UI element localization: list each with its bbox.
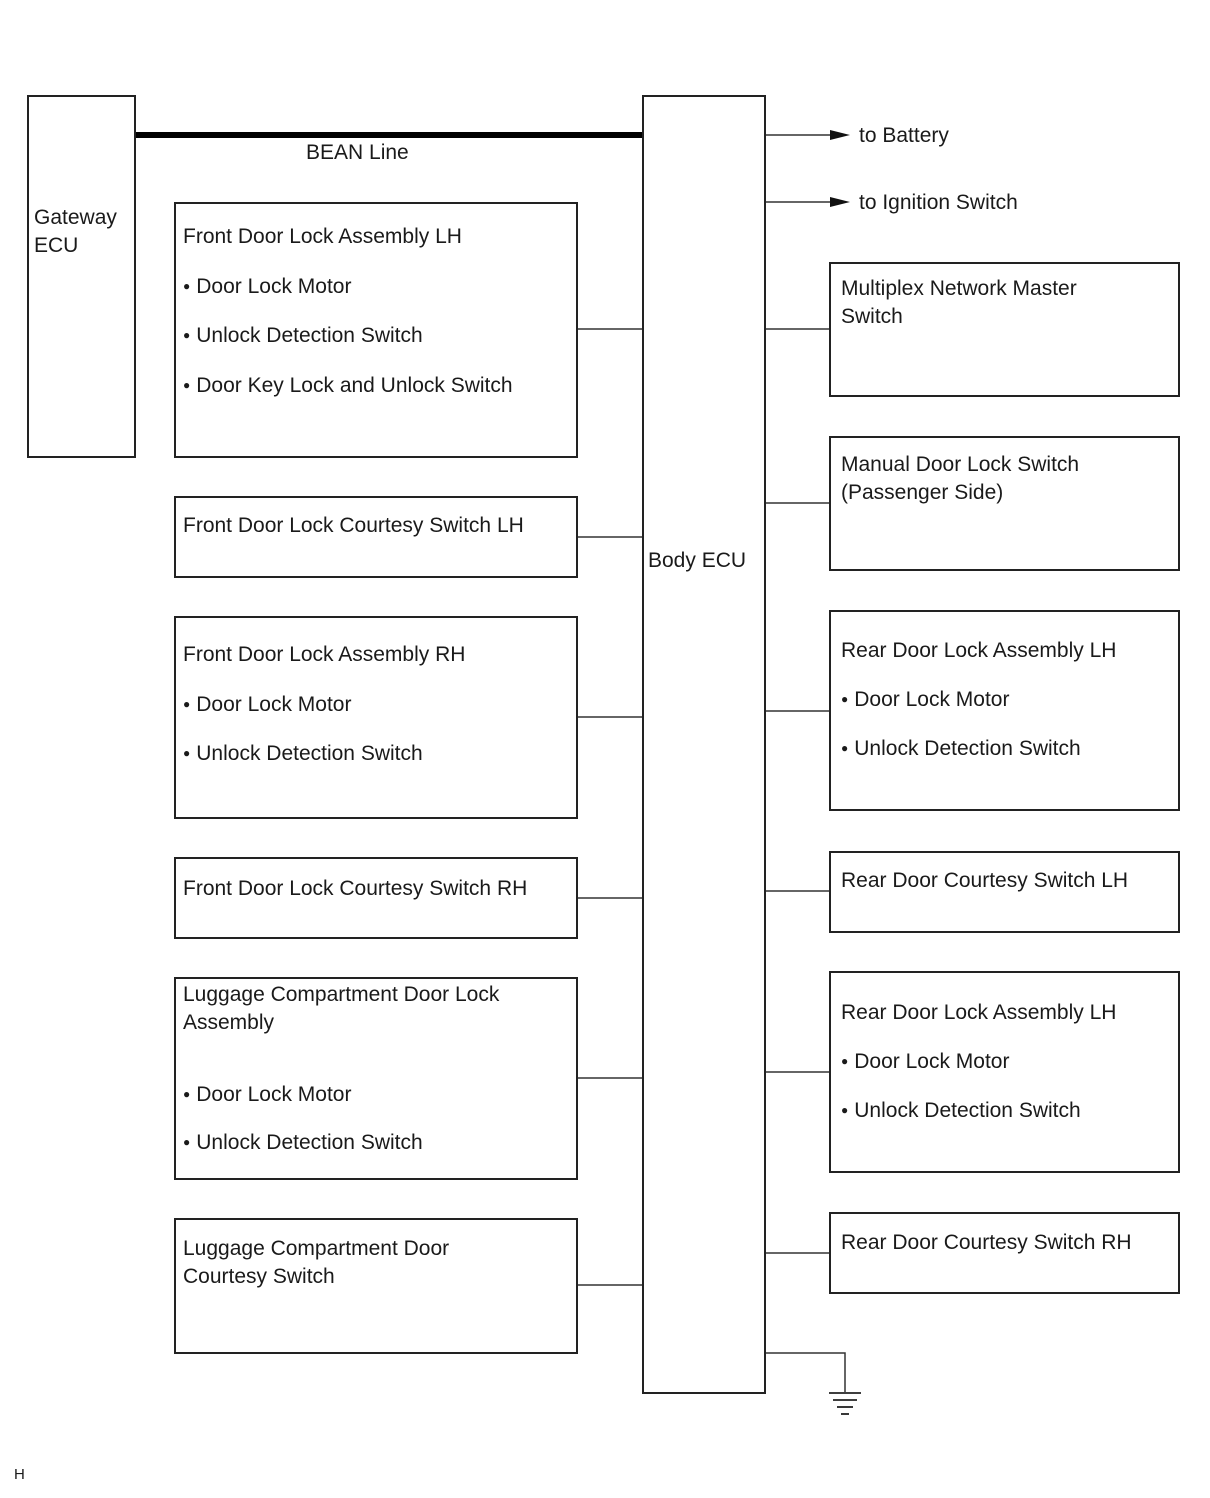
component-title: Luggage Compartment Door Courtesy Switch	[183, 1237, 450, 1288]
multiplex-network-master-switch: Multiplex Network Master Switch	[829, 262, 1180, 397]
manual-door-lock-switch: Manual Door Lock Switch (Passenger Side)	[829, 436, 1180, 571]
component-title: Rear Door Courtesy Switch RH	[841, 1231, 1132, 1254]
bullet-item: Unlock Detection Switch	[183, 322, 422, 352]
luggage-compartment-door-lock-assembly: Luggage Compartment Door Lock Assembly D…	[174, 977, 578, 1180]
bullet-item: Door Lock Motor	[841, 1048, 1009, 1078]
component-title: Luggage Compartment Door Lock Assembly	[183, 983, 500, 1034]
front-door-lock-courtesy-switch-lh: Front Door Lock Courtesy Switch LH	[174, 496, 578, 578]
corner-mark: H	[14, 1466, 25, 1483]
bullet-item: Door Lock Motor	[183, 691, 351, 721]
ignition-arrow	[830, 197, 850, 207]
bullet-item: Door Lock Motor	[841, 686, 1009, 716]
component-title: Rear Door Lock Assembly LH	[841, 1001, 1117, 1024]
body-ecu-label: Body ECU	[648, 549, 747, 572]
front-door-lock-assembly-lh: Front Door Lock Assembly LH Door Lock Mo…	[174, 202, 578, 458]
luggage-compartment-door-courtesy-switch: Luggage Compartment Door Courtesy Switch	[174, 1218, 578, 1354]
body-ecu-box: Body ECU	[642, 95, 766, 1394]
bullet-item: Door Lock Motor	[183, 1081, 351, 1111]
gateway-ecu-box: Gateway ECU	[27, 95, 136, 458]
bullet-item: Unlock Detection Switch	[183, 740, 422, 770]
component-title: Multiplex Network Master Switch	[841, 277, 1077, 328]
rear-door-lock-assembly-lh-1: Rear Door Lock Assembly LH Door Lock Mot…	[829, 610, 1180, 811]
component-title: Front Door Lock Courtesy Switch RH	[183, 877, 528, 900]
gateway-ecu-label: Gateway ECU	[34, 206, 117, 257]
component-title: Front Door Lock Assembly RH	[183, 643, 466, 666]
front-door-lock-assembly-rh: Front Door Lock Assembly RH Door Lock Mo…	[174, 616, 578, 819]
to-battery-label: to Battery	[859, 124, 949, 147]
ground-icon	[829, 1392, 861, 1415]
rear-door-courtesy-switch-rh: Rear Door Courtesy Switch RH	[829, 1212, 1180, 1294]
component-title: Manual Door Lock Switch (Passenger Side)	[841, 453, 1080, 504]
bullet-item: Unlock Detection Switch	[183, 1129, 422, 1159]
rear-door-courtesy-switch-lh: Rear Door Courtesy Switch LH	[829, 851, 1180, 933]
bean-line-label: BEAN Line	[306, 141, 409, 164]
rear-door-lock-assembly-lh-2: Rear Door Lock Assembly LH Door Lock Mot…	[829, 971, 1180, 1173]
to-ignition-label: to Ignition Switch	[859, 191, 1018, 214]
battery-arrow	[830, 130, 850, 140]
ground-wire	[764, 1352, 846, 1392]
component-title: Front Door Lock Assembly LH	[183, 225, 462, 248]
bullet-item: Door Lock Motor	[183, 273, 351, 303]
bullet-item: Unlock Detection Switch	[841, 735, 1080, 765]
component-title: Rear Door Courtesy Switch LH	[841, 869, 1129, 892]
front-door-lock-courtesy-switch-rh: Front Door Lock Courtesy Switch RH	[174, 857, 578, 939]
bullet-item: Door Key Lock and Unlock Switch	[183, 372, 512, 402]
component-title: Front Door Lock Courtesy Switch LH	[183, 514, 524, 537]
component-title: Rear Door Lock Assembly LH	[841, 639, 1117, 662]
bullet-item: Unlock Detection Switch	[841, 1097, 1080, 1127]
